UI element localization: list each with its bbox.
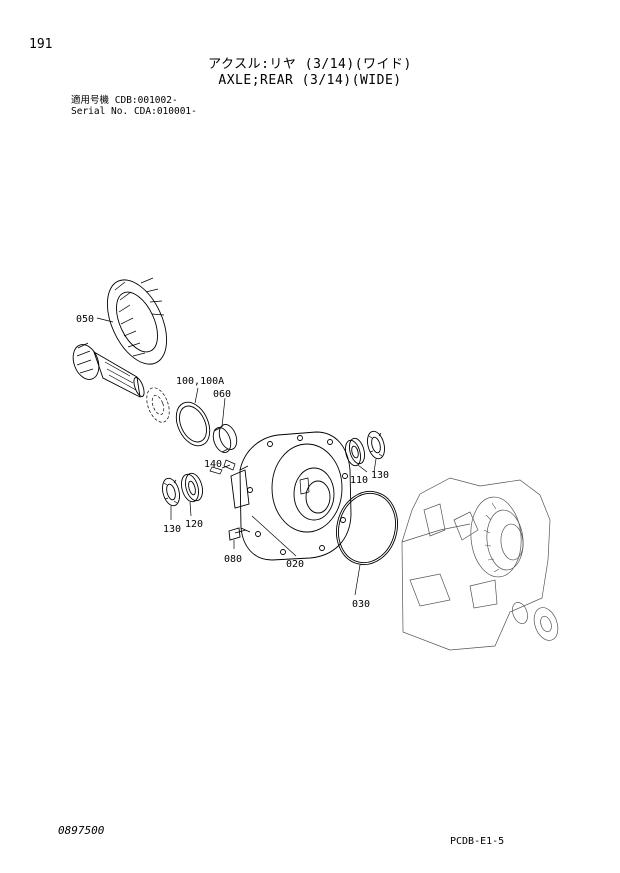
carrier-housing-part [230, 431, 352, 561]
part-label-110: 110 [350, 475, 368, 486]
part-label-030: 030 [352, 599, 370, 610]
bearing-110-part [344, 437, 366, 467]
lock-nut-left-part [162, 477, 180, 507]
serial-label: 適用号機 [71, 95, 110, 106]
part-label-050: 050 [76, 314, 94, 325]
part-label-120: 120 [185, 519, 203, 530]
serial-value: CDA:010001- [133, 106, 197, 117]
serial-row-jp: 適用号機 CDB:001002- [71, 95, 197, 106]
serial-row-en: Serial No. CDA:010001- [71, 106, 197, 117]
part-label-080: 080 [224, 554, 242, 565]
page-code: PCDB-E1-5 [450, 836, 505, 847]
part-label-020: 020 [286, 559, 304, 570]
part-label-130: 130 [371, 470, 389, 481]
bearing-outline [146, 387, 170, 423]
ring-gear-part [106, 277, 168, 365]
bearing-060-part [212, 424, 238, 453]
page-number: 191 [29, 37, 53, 52]
axle-housing-part [401, 477, 559, 651]
o-ring-part [336, 490, 398, 566]
serial-label: Serial No. [71, 106, 129, 117]
drawing-number: 0897500 [58, 824, 105, 837]
leader-lines [96, 317, 377, 596]
bearing-120-part [181, 472, 203, 503]
serial-value: CDB:001002- [114, 95, 178, 106]
part-label-060: 060 [213, 389, 231, 400]
page-title: AXLE;REAR (3/14)(WIDE) [218, 73, 402, 88]
pinion-shaft-part [72, 342, 145, 398]
part-label-130-left: 130 [163, 524, 181, 535]
part-label-140: 140 [204, 459, 222, 470]
pin-part [209, 459, 236, 475]
shim-ring-part [175, 401, 211, 447]
part-labels: 050 100,100A 060 140 110 130 130 120 080… [76, 314, 389, 610]
serial-block: 適用号機 CDB:001002- Serial No. CDA:010001- [71, 95, 197, 117]
part-label-100: 100,100A [176, 376, 224, 387]
page-title-japanese: アクスル:リヤ (3/14)(ワイド) [208, 57, 412, 72]
lock-nut-part [367, 430, 385, 460]
bolt-part [228, 527, 247, 541]
